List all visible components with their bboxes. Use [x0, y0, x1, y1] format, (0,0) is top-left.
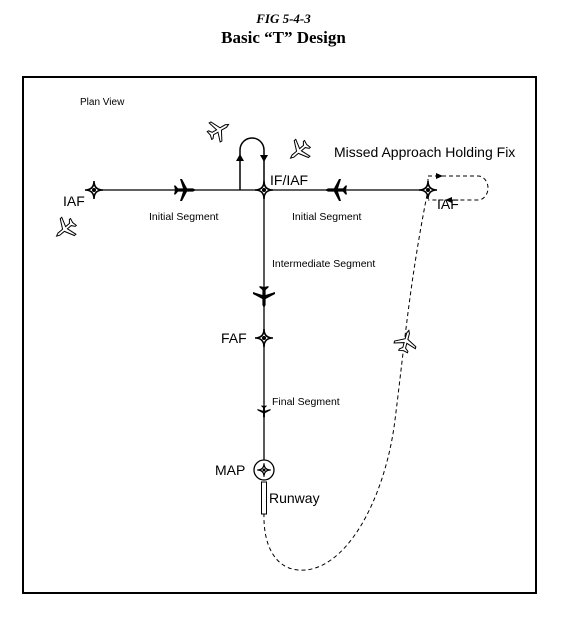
fix-waypoint-icon	[84, 180, 104, 200]
airplane-icon	[253, 286, 275, 308]
figure-number: FIG 5-4-3	[256, 11, 311, 26]
initial-segment-right-label: Initial Segment	[292, 211, 362, 223]
fix-waypoint-icon	[418, 180, 438, 200]
iaf-right-label: IAF	[437, 196, 459, 212]
airplane-icon	[174, 179, 196, 201]
if-iaf-label: IF/IAF	[270, 172, 308, 188]
diagram-frame	[22, 76, 537, 594]
airplane-icon	[325, 179, 347, 201]
arrow-icon	[260, 155, 268, 162]
arrow-icon	[436, 173, 443, 179]
map-label: MAP	[215, 462, 245, 478]
initial-segment-left-label: Initial Segment	[149, 211, 219, 223]
intermediate-segment-label: Intermediate Segment	[272, 258, 375, 270]
holding-pattern-if	[239, 137, 265, 190]
faf-label: FAF	[221, 330, 247, 346]
airplane-icon	[392, 327, 420, 355]
missed-approach-hold	[427, 175, 489, 201]
final-segment-label: Final Segment	[272, 396, 340, 408]
airplane-icon	[203, 114, 235, 146]
missed-approach-path	[263, 189, 429, 571]
plan-view-label: Plan View	[80, 97, 125, 108]
missed-approach-holding-fix-label: Missed Approach Holding Fix	[334, 144, 515, 160]
iaf-left-label: IAF	[63, 193, 85, 209]
runway-strip	[261, 481, 267, 515]
airplane-icon	[283, 135, 315, 167]
fix-waypoint-icon	[254, 328, 274, 348]
arrow-icon	[236, 154, 244, 161]
airplane-icon	[49, 213, 81, 245]
arrow-icon	[445, 197, 452, 203]
runway-label: Runway	[269, 490, 320, 506]
figure-title: Basic “T” Design	[221, 28, 346, 47]
airplane-icon	[257, 405, 271, 419]
